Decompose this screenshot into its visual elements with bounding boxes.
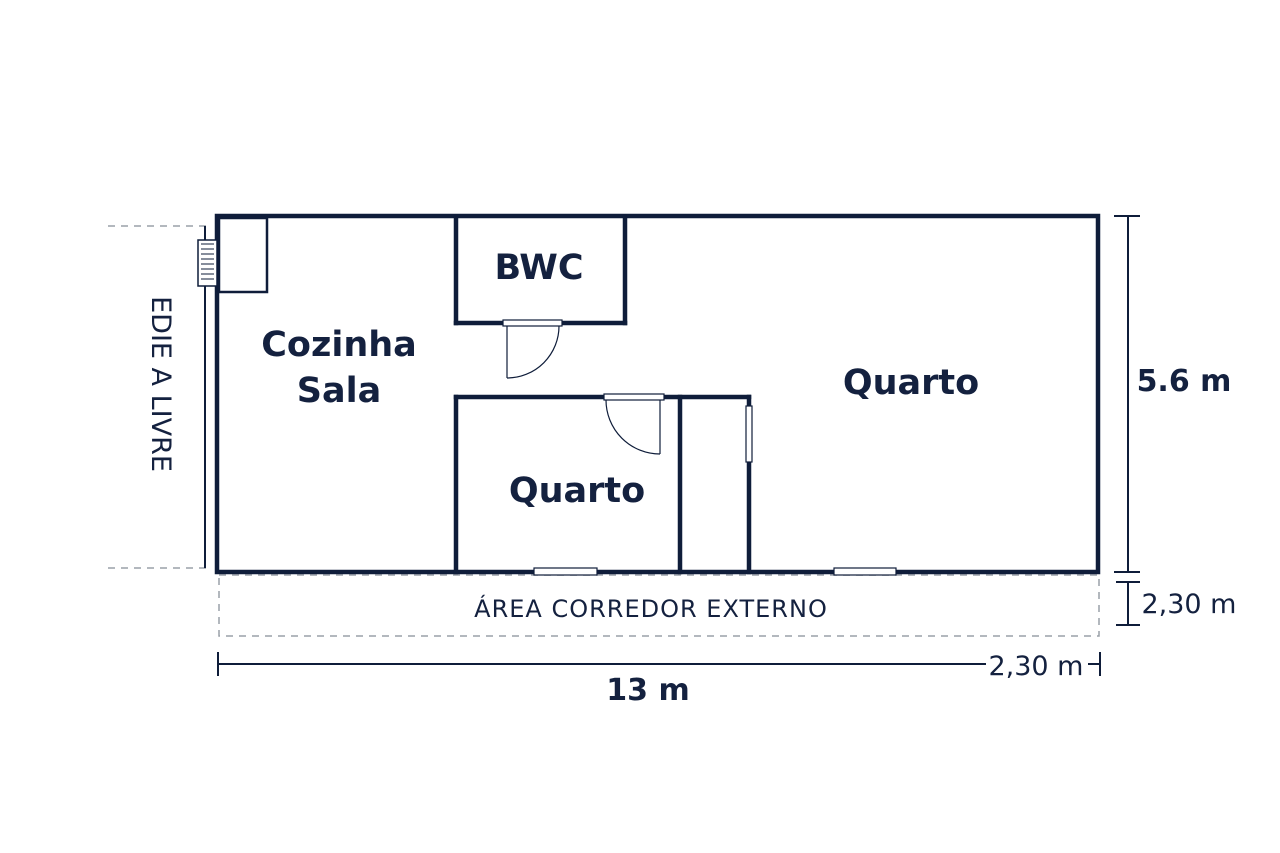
bathroom-door	[502, 319, 563, 379]
small-bedroom-label: Quarto	[509, 471, 645, 511]
small-bedroom-walls	[453, 394, 752, 575]
height-dimension-line	[1114, 215, 1140, 573]
outer-walls	[214, 213, 1101, 575]
window-large-bedroom	[833, 567, 897, 576]
living-label: Sala	[297, 371, 381, 411]
total-length-label: 13 m	[606, 673, 689, 708]
window-vent	[197, 239, 218, 287]
large-bedroom-label: Quarto	[843, 363, 979, 403]
corridor-label: ÁREA CORREDOR EXTERNO	[474, 594, 828, 623]
corridor-depth-dimension-line	[1116, 581, 1140, 626]
bathroom-walls	[453, 215, 628, 326]
small-bedroom-door	[603, 393, 665, 455]
external-corridor-outline	[218, 574, 1100, 637]
corridor-width-label: 2,30 m	[988, 651, 1083, 682]
closet-opening	[745, 405, 753, 463]
height-label: 5.6 m	[1137, 364, 1232, 399]
side-area-label: EDIE A LIVRE	[145, 296, 176, 472]
bathroom-label: BWC	[494, 248, 583, 288]
kitchen-counter	[217, 216, 269, 294]
kitchen-label: Cozinha	[261, 325, 417, 365]
window-small-bedroom	[533, 567, 598, 576]
corridor-depth-label: 2,30 m	[1141, 589, 1236, 620]
length-dimension-line	[217, 652, 1101, 676]
